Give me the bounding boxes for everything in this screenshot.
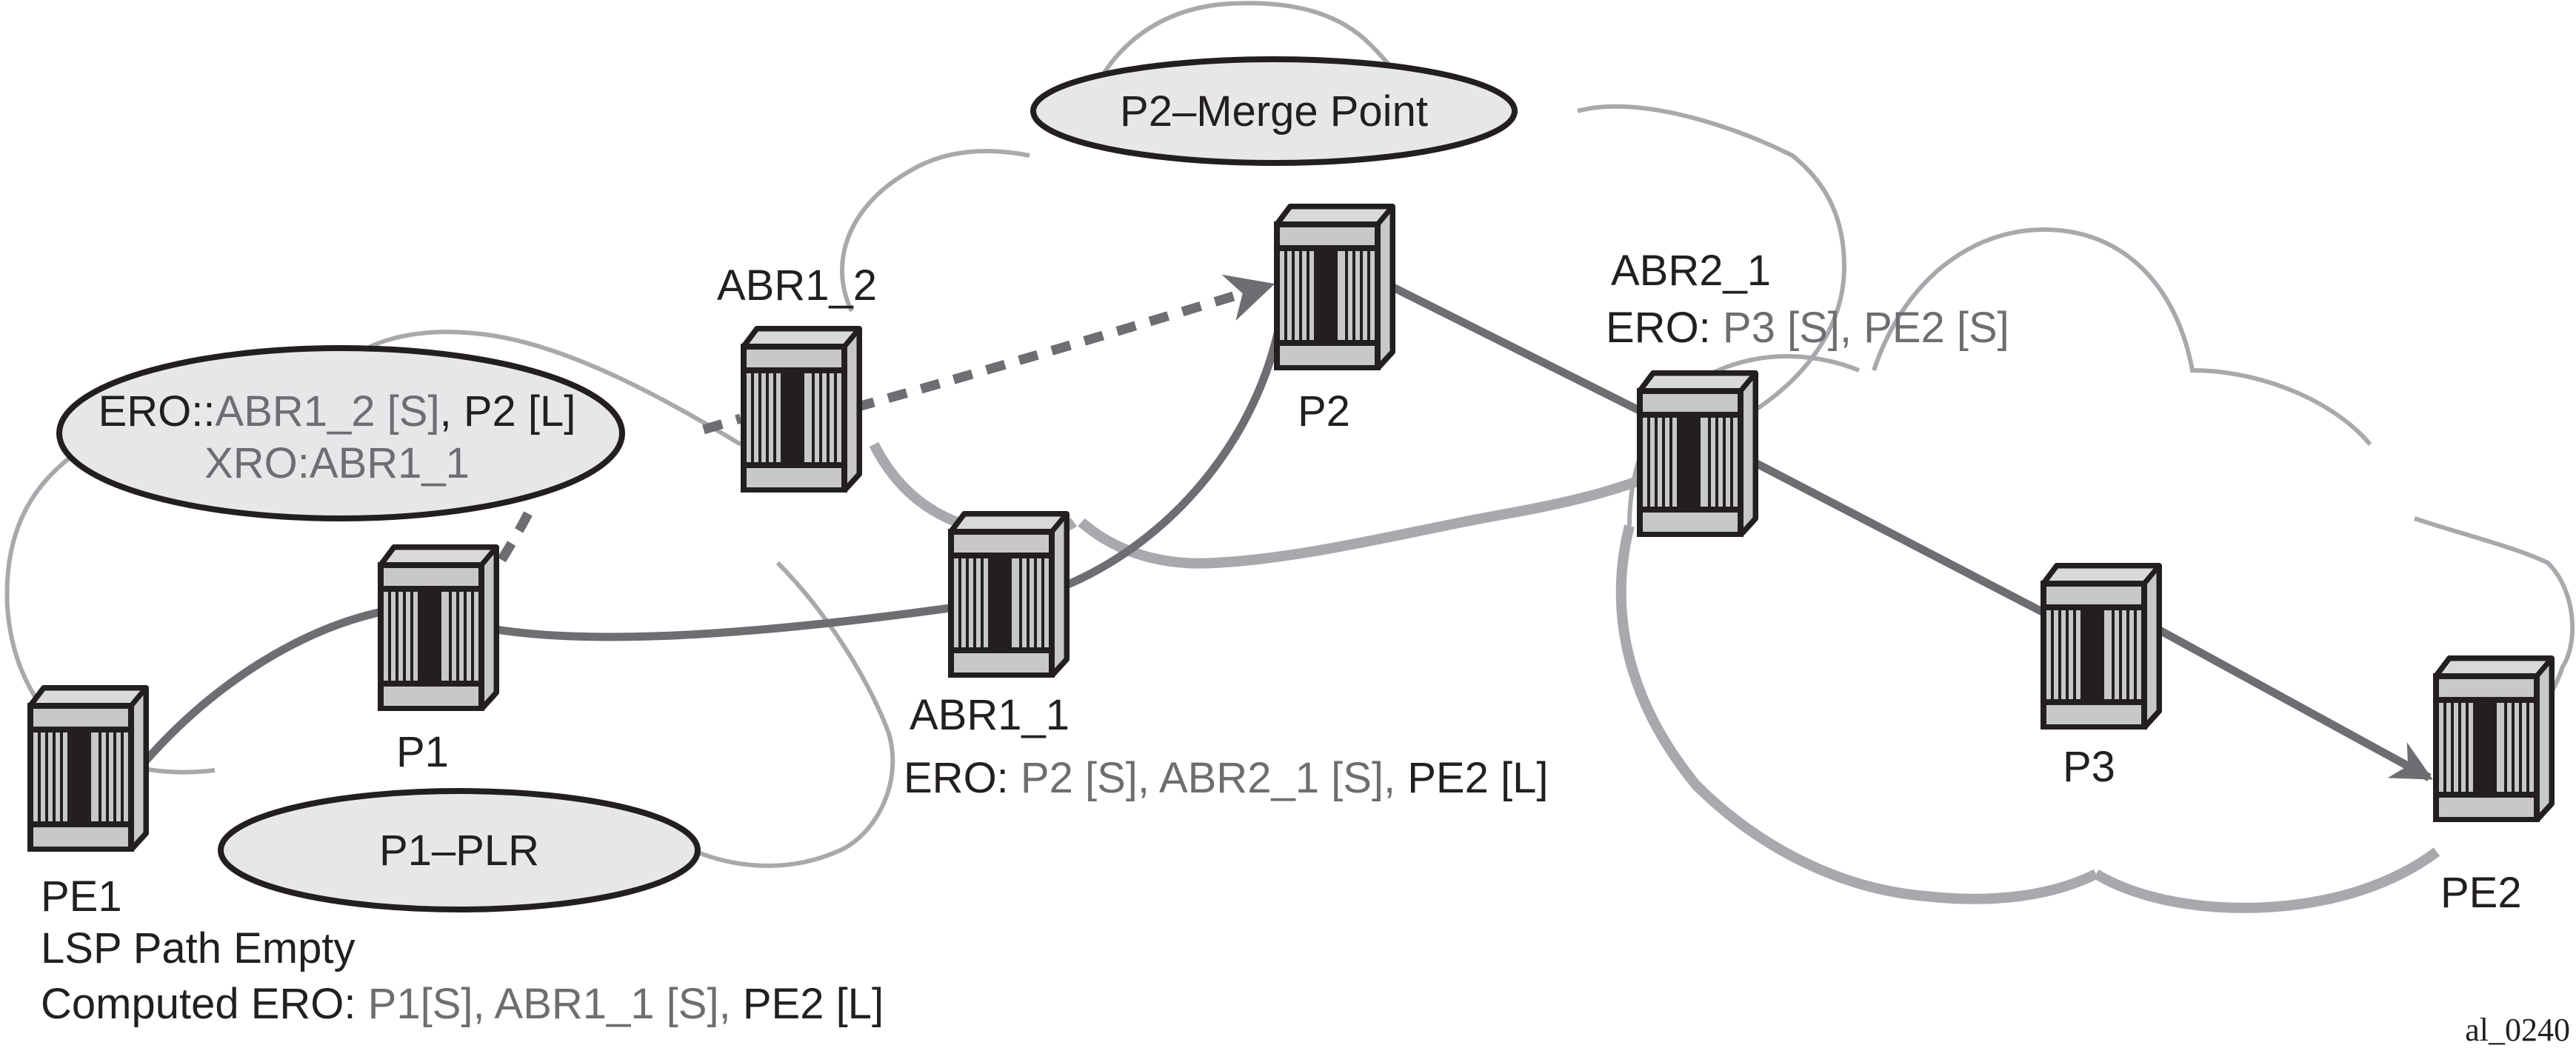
callout-merge-point: P2–Merge Point	[1030, 56, 1518, 166]
abr1-1-ero: ERO: P2 [S], ABR2_1 [S], PE2 [L]	[904, 754, 1548, 802]
router-icon-p2[interactable]	[1277, 207, 1392, 368]
bypass-p1-abr1-2	[429, 501, 538, 680]
link-abr1-1-p2	[1064, 332, 1282, 590]
callout-bypass: ERO::ABR1_2 [S], P2 [L] XRO:ABR1_1	[56, 345, 625, 521]
link-p2-abr2-1	[1387, 281, 1643, 415]
link-pe1-p1	[137, 607, 387, 770]
abr2-1-ero: ERO: P3 [S], PE2 [S]	[1606, 304, 2009, 352]
bypass-xro-text: XRO:ABR1_1	[204, 439, 470, 487]
label-p1: P1	[396, 728, 449, 776]
link-p1-abr1-1	[495, 603, 956, 641]
link-abr2-1-p3	[1753, 459, 2050, 618]
label-p3: P3	[2063, 743, 2115, 791]
label-abr2-1: ABR2_1	[1611, 247, 1771, 295]
label-pe2: PE2	[2440, 869, 2522, 917]
router-icon-abr2-1[interactable]	[1640, 373, 1755, 535]
callout-merge-point-text: P2–Merge Point	[1120, 87, 1428, 136]
label-abr1-1: ABR1_1	[910, 691, 1070, 739]
router-icon-p1[interactable]	[381, 547, 496, 709]
bypass-ero-text: ERO::ABR1_2 [S], P2 [L]	[99, 387, 576, 435]
router-icon-abr1-2[interactable]	[744, 329, 859, 490]
router-icon-pe1[interactable]	[30, 688, 146, 850]
link-p3-pe2	[2149, 622, 2433, 781]
pe1-lsp-path-status: LSP Path Empty	[41, 924, 356, 972]
label-pe1: PE1	[41, 872, 122, 921]
bypass-abr1-2-p2	[854, 274, 1275, 413]
callout-plr-text: P1–PLR	[379, 827, 539, 875]
router-icon-abr1-1[interactable]	[951, 514, 1067, 675]
label-p2: P2	[1298, 387, 1350, 435]
pe1-computed-ero: Computed ERO: P1[S], ABR1_1 [S], PE2 [L]	[41, 980, 884, 1028]
callout-plr: P1–PLR	[218, 788, 701, 912]
figure-id: al_0240	[2465, 1012, 2570, 1048]
label-abr1-2: ABR1_2	[717, 261, 877, 310]
router-icon-pe2[interactable]	[2436, 658, 2552, 820]
bypass-abr1-2-callout	[702, 413, 742, 435]
router-icon-p3[interactable]	[2043, 566, 2159, 727]
